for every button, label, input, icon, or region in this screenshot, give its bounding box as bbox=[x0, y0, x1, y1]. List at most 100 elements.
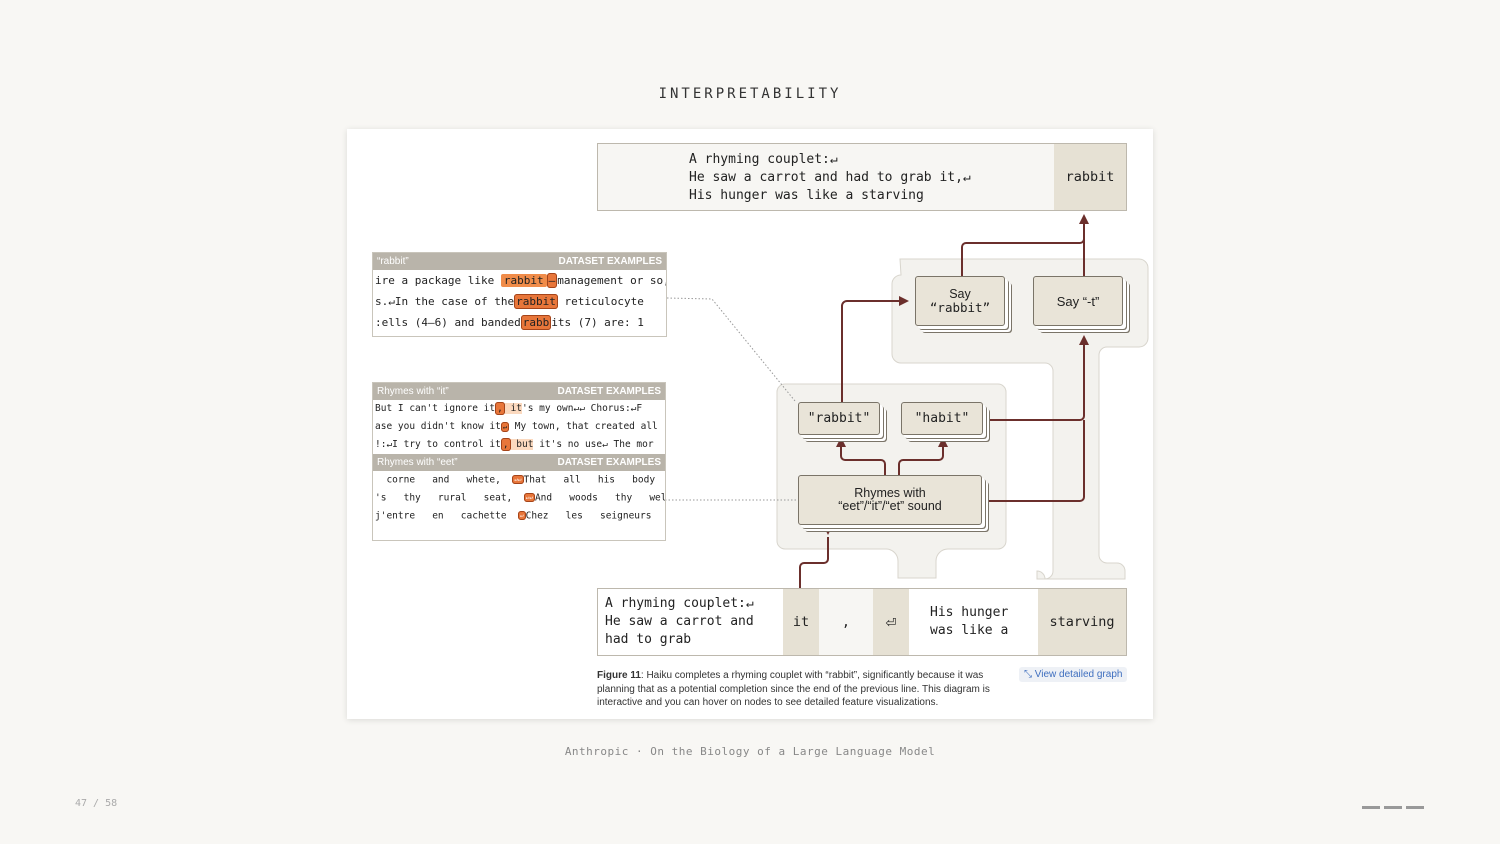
input-context-line: had to grab bbox=[605, 632, 692, 647]
output-token-rabbit[interactable]: rabbit bbox=[1054, 144, 1126, 210]
expand-icon: ⤡ bbox=[1024, 669, 1032, 680]
example-row: 's thy rural seat, ↵↵And woods thy welco… bbox=[373, 489, 665, 507]
example-text: management or so, bbox=[557, 274, 666, 287]
nav-dash[interactable] bbox=[1406, 806, 1424, 809]
example-row: corne and whete, ↵↵That all his body wa bbox=[373, 471, 665, 489]
input-token-strip: A rhyming couplet:↵ He saw a carrot and … bbox=[597, 588, 1127, 656]
example-highlight: rabb bbox=[520, 315, 552, 330]
arrowhead bbox=[899, 296, 909, 306]
example-text: :ells (4–6) and banded bbox=[375, 316, 521, 329]
edge-rhymes-to-say-t bbox=[985, 420, 1085, 502]
example-text: That all his body wa bbox=[523, 474, 656, 486]
output-context-line: He saw a carrot and had to grab it,↵ bbox=[689, 170, 971, 185]
edge-rabbit-to-say-rabbit bbox=[841, 300, 901, 402]
example-highlight: rabbit bbox=[500, 274, 547, 287]
example-text: reticulocyte bbox=[557, 295, 644, 308]
panel-title: Rhymes with “it” bbox=[377, 386, 449, 397]
example-highlight: ↵↵ bbox=[523, 493, 535, 502]
panel-header: Rhymes with “it” DATASET EXAMPLES bbox=[373, 383, 665, 400]
input-token-starving[interactable]: starving bbox=[1038, 589, 1126, 655]
example-highlight: rabbit bbox=[514, 294, 558, 309]
edge-rhymes-to-habit bbox=[898, 445, 944, 475]
caption-label: Figure 11 bbox=[597, 670, 641, 681]
figure-card: A rhyming couplet:↵ He saw a carrot and … bbox=[347, 129, 1153, 719]
example-text: 's thy rural seat, bbox=[375, 492, 524, 504]
node-rabbit[interactable]: "rabbit" bbox=[798, 402, 880, 435]
caption-text: : Haiku completes a rhyming couplet with… bbox=[597, 670, 990, 708]
panel-tag: DATASET EXAMPLES bbox=[557, 386, 661, 397]
output-context-line: His hunger was like a starving bbox=[689, 188, 924, 203]
node-habit[interactable]: "habit" bbox=[901, 402, 983, 435]
example-text: !:↵I try to control it bbox=[375, 439, 501, 450]
example-weak-highlight: it bbox=[504, 403, 523, 414]
example-text: But I can't ignore it bbox=[375, 403, 496, 414]
edge-it-to-rhymes bbox=[799, 537, 829, 588]
node-say-rabbit-line: Say bbox=[949, 287, 971, 301]
example-highlight: ↵ bbox=[500, 422, 510, 432]
arrowhead bbox=[823, 525, 833, 535]
node-rhymes-with[interactable]: Rhymes with “eet”/“it”/“et” sound bbox=[798, 475, 982, 525]
input-context-line: A rhyming couplet:↵ bbox=[605, 596, 754, 611]
input-tail-line: was like a bbox=[930, 623, 1009, 638]
example-text: its (7) are: 1 bbox=[551, 316, 644, 329]
panel-header: Rhymes with “eet” DATASET EXAMPLES bbox=[373, 454, 665, 471]
example-text: My town, that created all bbox=[509, 421, 658, 432]
return-icon[interactable]: ⏎ bbox=[873, 589, 909, 655]
nav-dash[interactable] bbox=[1384, 806, 1402, 809]
panel-title: Rhymes with “eet” bbox=[377, 457, 458, 468]
panel-rabbit-examples: “rabbit” DATASET EXAMPLES ire a package … bbox=[372, 252, 667, 337]
arrowhead bbox=[1079, 214, 1089, 224]
example-highlight: , bbox=[500, 438, 511, 451]
node-rabbit-label: "rabbit" bbox=[807, 411, 871, 426]
example-text: corne and whete, bbox=[375, 474, 513, 486]
example-text: it's no use↵ The mor bbox=[533, 439, 654, 450]
example-text: 's my own↵↵ Chorus:↵F bbox=[522, 403, 643, 414]
slide-nav[interactable] bbox=[1362, 806, 1424, 809]
example-text: Chez les seigneurs ma bbox=[525, 510, 665, 522]
example-text: j'entre en cachette bbox=[375, 510, 518, 522]
node-say-rabbit[interactable]: Say “rabbit” bbox=[915, 276, 1005, 326]
example-row: ire a package like rabbit–management or … bbox=[373, 270, 666, 291]
example-weak-highlight: but bbox=[510, 439, 534, 450]
input-token-comma[interactable]: , bbox=[819, 589, 873, 655]
example-row: But I can't ignore it, it's my own↵↵ Cho… bbox=[373, 400, 665, 418]
example-text: And woods thy welcome bbox=[534, 492, 665, 504]
example-text: ase you didn't know it bbox=[375, 421, 501, 432]
node-say-t-label: Say “-t” bbox=[1056, 293, 1100, 309]
arrowhead bbox=[1079, 335, 1089, 345]
panel-tag: DATASET EXAMPLES bbox=[558, 256, 662, 267]
example-highlight: – bbox=[546, 273, 558, 288]
rabbit-panel-leader bbox=[666, 297, 796, 402]
example-highlight: ↵ bbox=[518, 511, 526, 520]
output-context-strip: A rhyming couplet:↵ He saw a carrot and … bbox=[597, 143, 1127, 211]
arrowhead bbox=[836, 437, 846, 447]
nav-dash[interactable] bbox=[1362, 806, 1380, 809]
panel-header: “rabbit” DATASET EXAMPLES bbox=[373, 253, 666, 270]
example-row: !:↵I try to control it, but it's no use↵… bbox=[373, 436, 665, 454]
example-highlight: ↵↵ bbox=[512, 475, 524, 484]
node-say-rabbit-line: “rabbit” bbox=[929, 300, 991, 315]
output-context-line: A rhyming couplet:↵ bbox=[689, 152, 838, 167]
node-rhymes-line: Rhymes with bbox=[854, 486, 926, 500]
panel-tag: DATASET EXAMPLES bbox=[557, 457, 661, 468]
view-graph-label: View detailed graph bbox=[1034, 669, 1123, 680]
page-number: 47 / 58 bbox=[75, 798, 118, 809]
example-highlight: , bbox=[495, 402, 505, 415]
input-context-line: He saw a carrot and bbox=[605, 614, 754, 629]
view-detailed-graph-link[interactable]: ⤡ View detailed graph bbox=[1019, 667, 1128, 682]
node-say-t[interactable]: Say “-t” bbox=[1033, 276, 1123, 326]
arrowhead bbox=[938, 437, 948, 447]
panel-rhymes-examples: Rhymes with “it” DATASET EXAMPLES But I … bbox=[372, 382, 666, 541]
example-row: ase you didn't know it↵ My town, that cr… bbox=[373, 418, 665, 436]
example-text: ire a package like bbox=[375, 274, 501, 287]
example-row: j'entre en cachette ↵Chez les seigneurs … bbox=[373, 507, 665, 525]
slide-title: INTERPRETABILITY bbox=[658, 86, 842, 102]
edge-habit-to-say-t bbox=[985, 339, 1085, 421]
input-tail-line: His hunger bbox=[930, 605, 1009, 620]
panel-title: “rabbit” bbox=[377, 256, 409, 267]
slide-footer: Anthropic · On the Biology of a Large La… bbox=[564, 745, 936, 758]
edge-rhymes-to-rabbit bbox=[840, 445, 886, 475]
input-token-it[interactable]: it bbox=[783, 589, 819, 655]
node-habit-label: "habit" bbox=[914, 411, 970, 426]
